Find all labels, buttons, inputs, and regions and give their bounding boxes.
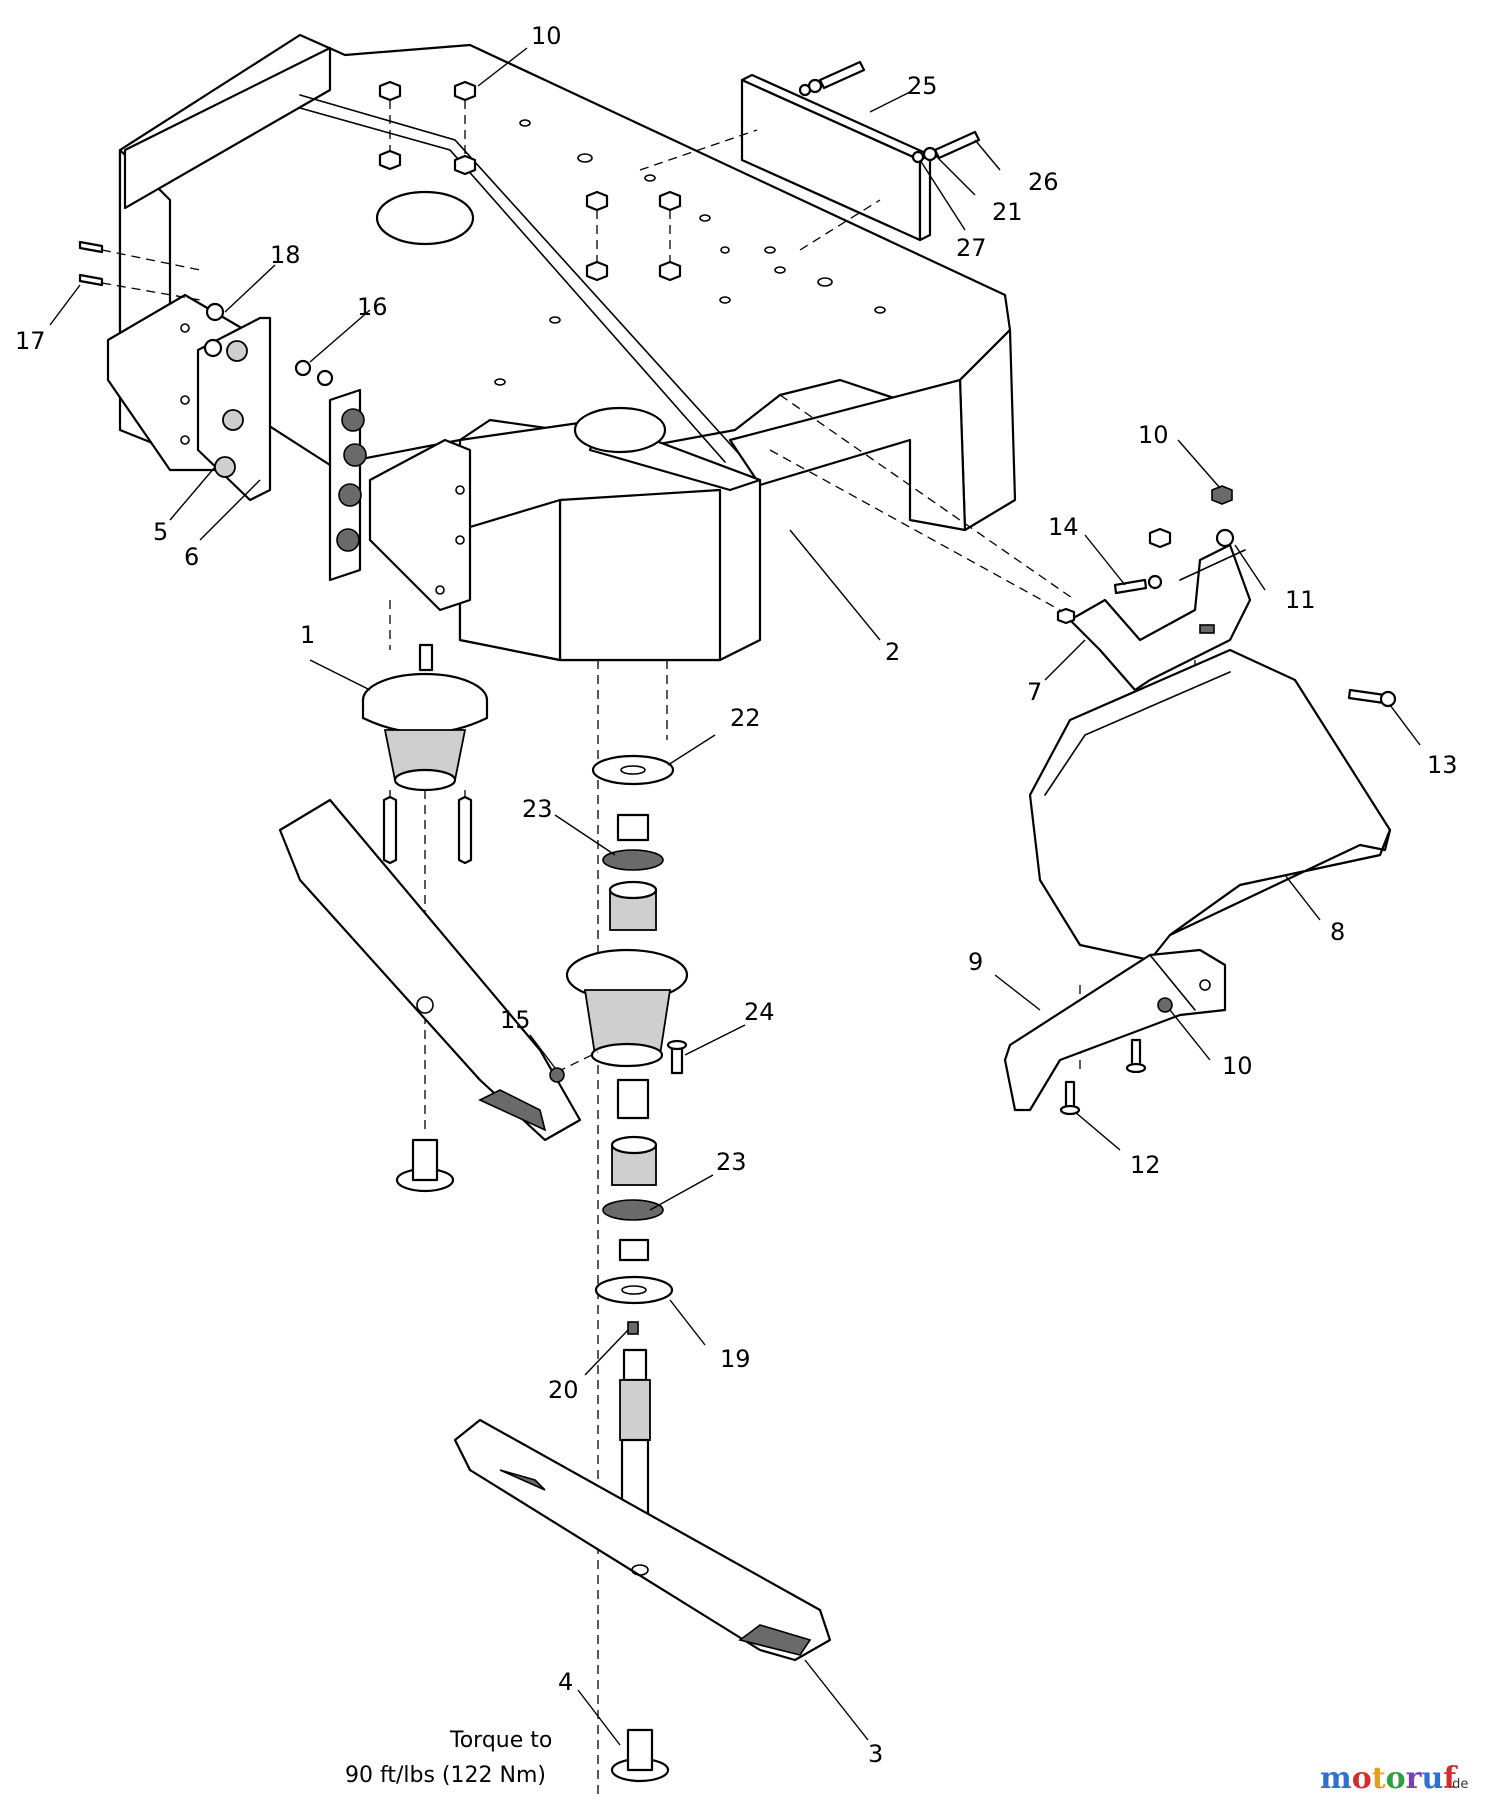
watermark-letter: o xyxy=(1352,1761,1372,1796)
callout-4: 4 xyxy=(558,1668,573,1696)
left-spindle-assembly xyxy=(278,600,582,1193)
callout-22: 22 xyxy=(730,704,761,732)
callout-10-lower: 10 xyxy=(1222,1052,1253,1080)
weight-plate xyxy=(639,60,981,251)
motoruf-watermark: motoruf .de xyxy=(1320,1761,1468,1796)
callout-3: 3 xyxy=(868,1740,883,1768)
watermark-letter: u xyxy=(1421,1761,1443,1796)
watermark-suffix: .de xyxy=(1448,1777,1468,1792)
callout-labels: 10 25 26 21 27 18 16 17 5 6 1 2 10 14 11… xyxy=(15,22,1458,1768)
callout-2: 2 xyxy=(885,638,900,666)
callout-18: 18 xyxy=(270,241,301,269)
callout-16: 16 xyxy=(357,293,388,321)
callout-24: 24 xyxy=(744,998,775,1026)
callout-15: 15 xyxy=(500,1006,531,1034)
watermark-letter: t xyxy=(1372,1761,1386,1796)
callout-19: 19 xyxy=(720,1345,751,1373)
callout-20: 20 xyxy=(548,1376,579,1404)
callout-25: 25 xyxy=(907,72,938,100)
callout-11: 11 xyxy=(1285,586,1316,614)
callout-21: 21 xyxy=(992,198,1023,226)
callout-23-upper: 23 xyxy=(522,795,553,823)
torque-note-line2: 90 ft/lbs (122 Nm) xyxy=(345,1763,546,1788)
callout-7: 7 xyxy=(1027,678,1042,706)
lower-blade xyxy=(453,1418,832,1783)
discharge-chute-assembly xyxy=(769,394,1397,1116)
center-spindle-stack xyxy=(549,660,689,1800)
callout-10-top: 10 xyxy=(531,22,562,50)
callout-6: 6 xyxy=(184,543,199,571)
callout-27: 27 xyxy=(956,234,987,262)
leader-lines xyxy=(49,47,1421,1746)
watermark-letter: m xyxy=(1320,1761,1352,1796)
callout-26: 26 xyxy=(1028,168,1059,196)
watermark-logo: motoruf xyxy=(1320,1761,1458,1796)
deck-nuts xyxy=(378,80,682,282)
callout-8: 8 xyxy=(1330,918,1345,946)
callout-1: 1 xyxy=(300,621,315,649)
callout-14: 14 xyxy=(1048,513,1079,541)
mower-deck xyxy=(118,33,1017,662)
callout-12: 12 xyxy=(1130,1151,1161,1179)
torque-note: Torque to 90 ft/lbs (122 Nm) xyxy=(345,1728,552,1788)
watermark-letter: o xyxy=(1386,1761,1406,1796)
callout-10-right: 10 xyxy=(1138,421,1169,449)
left-bracket-assembly xyxy=(78,240,472,612)
callout-9: 9 xyxy=(968,948,983,976)
callout-23-lower: 23 xyxy=(716,1148,747,1176)
callout-5: 5 xyxy=(153,518,168,546)
watermark-letter: r xyxy=(1406,1761,1423,1796)
callout-13: 13 xyxy=(1427,751,1458,779)
callout-17: 17 xyxy=(15,327,46,355)
watermark-letter: f xyxy=(1443,1761,1458,1796)
torque-note-line1: Torque to xyxy=(449,1728,552,1753)
deck-holes xyxy=(494,119,886,386)
